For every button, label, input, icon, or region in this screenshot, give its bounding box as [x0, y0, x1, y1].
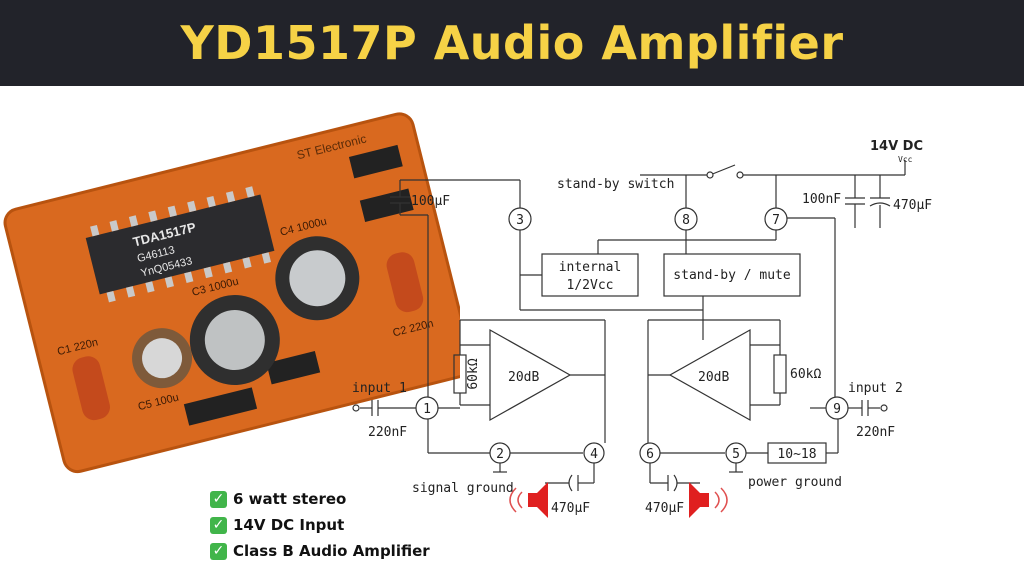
pin-3-label: 3	[516, 213, 524, 228]
pcb-board	[5, 113, 460, 472]
pin-5-label: 5	[732, 447, 740, 462]
page-title: YD1517P Audio Amplifier	[180, 16, 844, 70]
pin-1-label: 1	[423, 402, 431, 417]
feature-item: ✓ 14V DC Input	[210, 512, 430, 538]
input2-label: input 2	[848, 381, 903, 396]
pin-9-label: 9	[833, 402, 841, 417]
ic-chip	[85, 194, 275, 295]
power-ground-label: power ground	[748, 475, 842, 490]
pin-8-label: 8	[682, 213, 690, 228]
speaker-left-icon	[509, 482, 548, 518]
gain-right-label: 20dB	[698, 370, 729, 385]
cap-out-left-label: 470μF	[551, 501, 590, 516]
standby-switch-label: stand-by switch	[557, 177, 674, 192]
feature-item: ✓ 6 watt stereo	[210, 486, 430, 512]
res-right-label: 60kΩ	[790, 367, 821, 382]
pin-2	[489, 442, 511, 464]
res-left-label: 60kΩ	[466, 358, 481, 389]
feature-item: ✓ Class B Audio Amplifier	[210, 538, 430, 564]
pin-7-label: 7	[772, 213, 780, 228]
half-vcc-label: 1/2Vcc	[567, 278, 614, 293]
vcc-label: Vcc	[898, 155, 913, 164]
pin-2-label: 2	[496, 447, 504, 462]
cap-out-right-label: 470μF	[645, 501, 684, 516]
input1-terminal	[352, 404, 360, 412]
pin-4	[583, 442, 605, 464]
pin-6	[639, 442, 661, 464]
pin-5	[725, 442, 747, 464]
checkmark-icon: ✓	[210, 516, 227, 534]
input2-terminal	[880, 404, 888, 412]
capacitor-c1	[72, 356, 110, 421]
internal-label: internal	[559, 260, 622, 275]
speaker-right-icon	[689, 482, 728, 518]
input1-label: input 1	[352, 381, 407, 396]
signal-ground-label: signal ground	[412, 481, 514, 496]
pin-4-label: 4	[590, 447, 598, 462]
resistor-box-label: 10~18	[777, 447, 816, 462]
pin-9	[825, 396, 849, 420]
pin-3	[508, 207, 532, 231]
standby-mute-label: stand-by / mute	[673, 268, 791, 283]
checkmark-icon: ✓	[210, 542, 227, 560]
feature-text: Class B Audio Amplifier	[233, 542, 430, 560]
amplifier-board-photo: TDA1517P G46113 YnQ05433 ST Electronic C…	[3, 112, 460, 474]
feature-text: 6 watt stereo	[233, 490, 347, 508]
pin-1	[415, 396, 439, 420]
pin-7	[764, 207, 788, 231]
supply-label: 14V DC	[870, 139, 923, 154]
capacitor-c2	[386, 252, 424, 313]
pin-6-label: 6	[646, 447, 654, 462]
cap-in1-label: 220nF	[368, 425, 407, 440]
amplifier-schematic: 1 2 3 4 5 6 7 8 9 14V DC Vcc stand-by sw…	[352, 139, 932, 518]
checkmark-icon: ✓	[210, 490, 227, 508]
gain-left-label: 20dB	[508, 370, 539, 385]
feature-text: 14V DC Input	[233, 516, 345, 534]
cap-100nF-label: 100nF	[802, 192, 841, 207]
pin-8	[674, 207, 698, 231]
feature-list: ✓ 6 watt stereo ✓ 14V DC Input ✓ Class B…	[210, 486, 430, 564]
title-banner: YD1517P Audio Amplifier	[0, 0, 1024, 86]
cap-100uF-label: 100μF	[411, 194, 450, 209]
cap-in2-label: 220nF	[856, 425, 895, 440]
cap-470uF-supply-label: 470μF	[893, 198, 932, 213]
